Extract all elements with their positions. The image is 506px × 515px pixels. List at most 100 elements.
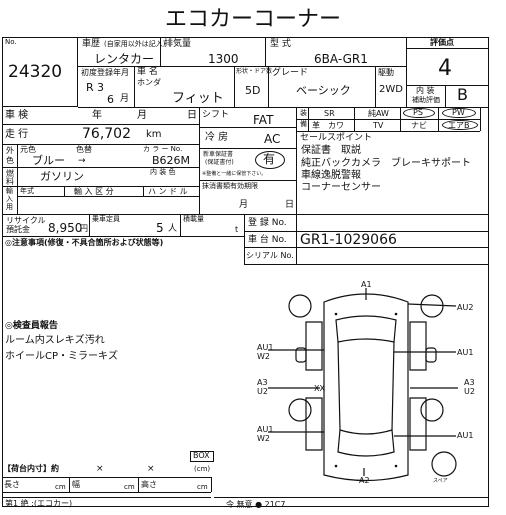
tire-front-left: [288, 294, 312, 318]
label-au1-rf: AU1: [457, 348, 473, 357]
fuel-label: 燃: [6, 169, 14, 178]
sheet-border: [2, 37, 489, 507]
first-reg-year: 3: [97, 81, 104, 94]
equip-ps-circle: [403, 108, 435, 118]
tire-rear-left: [288, 398, 312, 422]
aircon-value: AC: [264, 132, 281, 146]
fuel-label-2: 料: [6, 177, 14, 186]
import-label: 輸: [6, 187, 13, 195]
first-reg-era: R: [86, 81, 94, 94]
equip-leather: 革: [312, 121, 320, 130]
car-name-label: 車 名: [137, 67, 158, 77]
cargo-len: 長さ: [4, 480, 20, 489]
inspection-month: 月: [137, 110, 147, 121]
car-damage-diagram: A1 AU2 AU1 AU1 W2 A3 U2 XX A3 U2 AU1 AU1…: [257, 280, 475, 485]
doors-label: 形状・ドア数: [236, 68, 273, 75]
first-reg-label: 初度登録年月: [81, 68, 129, 77]
label-w2-lf: W2: [257, 352, 270, 361]
model-value: 6BA-GR1: [314, 52, 368, 66]
equip-pw: PW: [452, 108, 465, 117]
interior-value: B: [457, 85, 468, 104]
shift-label: シフト: [202, 110, 230, 120]
lot-box: [2, 37, 78, 107]
cargo-width: 幅: [72, 480, 80, 489]
cancel-month: 月: [239, 200, 249, 210]
bottom-text-2: 令 無意 ● 21C7: [226, 500, 286, 509]
label-spare: スペア: [433, 478, 448, 484]
bottom-text-1: 第1 絶 :(エコカー): [5, 499, 73, 508]
load-label: 積載量: [183, 215, 204, 223]
equip-airbag: エアB: [448, 121, 470, 130]
color-label: 外: [6, 146, 14, 155]
label-au2: AU2: [457, 303, 473, 312]
drive-value: 2WD: [379, 84, 403, 95]
equip-airbag-circle: [442, 120, 478, 130]
aircon-label: 冷 房: [205, 132, 229, 143]
cargo-x2: ×: [147, 464, 155, 474]
chassis-label: 車 台 No.: [248, 235, 287, 245]
equip-sr: SR: [324, 109, 335, 118]
import-label-3: 用: [6, 203, 13, 211]
mileage-unit: km: [146, 129, 162, 140]
color-change-label: 色替: [76, 145, 92, 154]
reg-label: 登 録 No.: [248, 218, 287, 228]
car-name: フィット: [172, 91, 224, 106]
import-year: 年式: [20, 187, 34, 195]
inspector-line: ホイールCP・ミラーキズ: [5, 351, 119, 362]
history-label: 車歴: [82, 39, 101, 49]
history-note: (自家用以外は記入): [104, 40, 166, 48]
tire-front-right: [420, 294, 444, 318]
warranty-label: 新車保証書: [203, 151, 234, 158]
model-label: 型 式: [270, 39, 291, 49]
fuel-value: ガソリン: [40, 170, 84, 183]
cargo-cm-3: cm: [197, 483, 208, 491]
notes-label: ◎注意事項(修復・不具合箇所および状態等): [5, 238, 164, 247]
inspector-line: ルーム内スレキズ汚れ: [5, 335, 105, 346]
tire-spare: [431, 451, 457, 477]
recycle-label: リサイクル: [6, 216, 46, 225]
color-code: B626M: [152, 154, 191, 167]
cargo-label: 【荷台内寸】約: [3, 464, 59, 473]
equip-side-1: 装: [300, 109, 307, 117]
lot-label: No.: [5, 38, 17, 46]
import-kubun: 輸 入 区 分: [74, 187, 114, 196]
label-u2-left: U2: [257, 387, 268, 396]
box-frame: [190, 451, 214, 462]
label-au1-lr: AU1: [257, 425, 273, 434]
lot-number: 24320: [8, 62, 63, 82]
mileage-label: 走 行: [5, 129, 29, 140]
grade-value: ベーシック: [296, 84, 351, 97]
doors-value: 5D: [245, 84, 261, 97]
inspection-year: 年: [92, 110, 102, 121]
equip-aw: 純AW: [368, 109, 389, 118]
right-pillar-line: [391, 341, 395, 431]
inspection-label: 車 検: [5, 110, 29, 121]
grade-label: グレード: [272, 68, 309, 78]
cargo-box: BOX: [193, 451, 210, 460]
cancel-day: 日: [285, 200, 295, 210]
color-orig-label: 元色: [20, 145, 36, 154]
left-pillar-line: [337, 341, 341, 431]
mileage-value: 76,702: [82, 126, 131, 142]
tire-rear-right: [420, 398, 444, 422]
equip-side-2: 備: [300, 120, 307, 128]
shift-value: FAT: [253, 113, 274, 127]
label-a3-right: A3: [464, 378, 475, 387]
color-code-label: カ ラ ー No.: [143, 145, 183, 153]
serial-label: シリアル No.: [246, 251, 294, 260]
cargo-cm-2: cm: [124, 483, 135, 491]
selling-point: 車線逸脱警報: [301, 170, 361, 181]
cargo-unit: (cm): [194, 465, 211, 473]
label-au1-rr: AU1: [457, 431, 473, 440]
import-label-2: 入: [6, 195, 13, 203]
inspector-label: ◎検査員報告: [5, 321, 58, 331]
car-body-outline: [323, 293, 409, 482]
capacity-label: 乗車定員: [92, 215, 120, 223]
page-title: エコカーコーナー: [164, 7, 341, 32]
equip-pw-circle: [442, 108, 476, 118]
history-value: レンタカー: [94, 52, 155, 66]
displacement-value: 1300: [208, 52, 239, 66]
label-au1-lf: AU1: [257, 343, 273, 352]
warranty-circle: [255, 151, 285, 169]
color-arrow: →: [78, 156, 86, 166]
